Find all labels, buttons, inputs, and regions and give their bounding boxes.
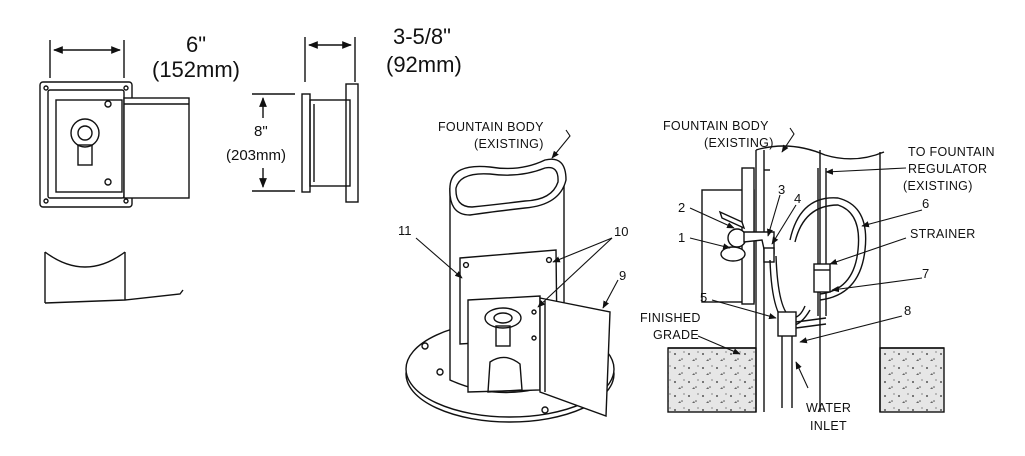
grade-label-1: FINISHED xyxy=(640,311,701,325)
front-view xyxy=(39,40,190,208)
regulator-label-2: REGULATOR xyxy=(908,162,987,176)
iso-view xyxy=(405,158,615,423)
callout-9: 9 xyxy=(619,268,626,283)
depth-in-label: 3-5/8" xyxy=(393,24,451,49)
iso-body-label-2: (EXISTING) xyxy=(474,137,544,151)
callout-1: 1 xyxy=(678,230,685,245)
inlet-label-1: WATER xyxy=(806,401,851,415)
callout-2: 2 xyxy=(678,200,685,215)
callout-8: 8 xyxy=(904,303,911,318)
regulator-label-1: TO FOUNTAIN xyxy=(908,145,995,159)
callout-6: 6 xyxy=(922,196,929,211)
regulator-label-3: (EXISTING) xyxy=(903,179,973,193)
callout-3: 3 xyxy=(778,182,785,197)
section-body-label-1: FOUNTAIN BODY xyxy=(663,119,769,133)
width-in-label: 6" xyxy=(186,32,206,57)
section-view xyxy=(667,145,945,413)
callout-7: 7 xyxy=(922,266,929,281)
bottom-view xyxy=(44,251,184,304)
width-mm-label: (152mm) xyxy=(152,57,240,82)
section-leaders xyxy=(689,127,923,389)
callout-5: 5 xyxy=(700,290,707,305)
side-view xyxy=(252,37,359,203)
height-mm-label: (203mm) xyxy=(226,147,286,164)
grade-label-2: GRADE xyxy=(653,328,699,342)
iso-body-label-1: FOUNTAIN BODY xyxy=(438,120,544,134)
callout-11: 11 xyxy=(398,223,412,238)
section-body-label-2: (EXISTING) xyxy=(704,136,774,150)
height-in-label: 8" xyxy=(254,123,268,140)
inlet-label-2: INLET xyxy=(810,419,847,433)
callout-4: 4 xyxy=(794,191,801,206)
depth-mm-label: (92mm) xyxy=(386,52,462,77)
callout-10: 10 xyxy=(614,224,628,239)
iso-leaders xyxy=(415,129,619,309)
strainer-label: STRAINER xyxy=(910,227,976,241)
